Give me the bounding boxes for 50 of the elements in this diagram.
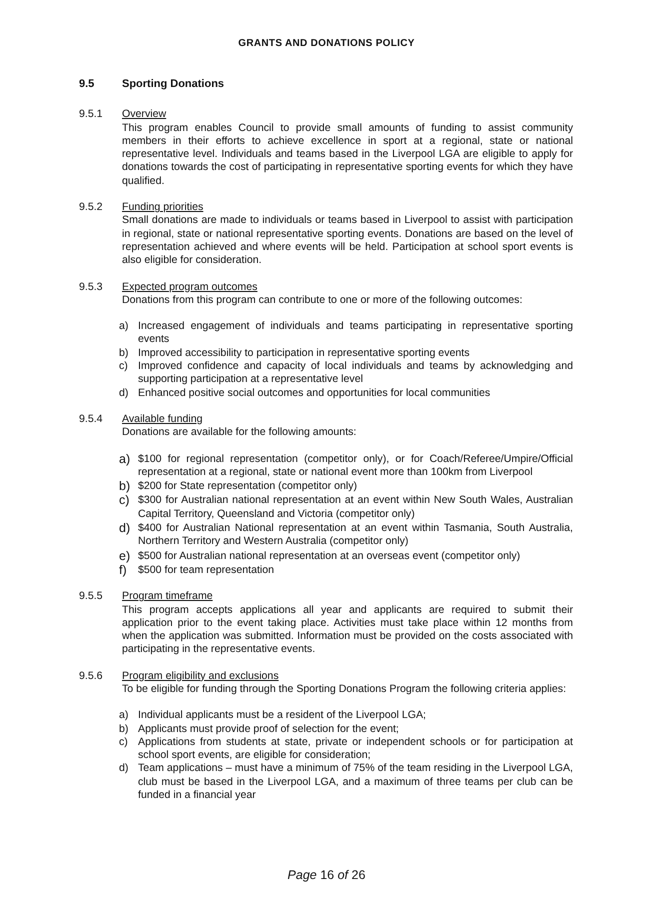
list-item: Applicants must provide proof of selection for the event; [138, 722, 400, 736]
paragraph: This program enables Council to provide small amounts of funding to assist community members in their efforts to achieve excellence in sport at a regional, state or national representative level. Individuals and teams based in the Liverpool LGA are eligible to apply for donations towards the cost of participating in representative sporting events for which they have qualified. [122, 122, 573, 188]
list-marker: e) [119, 550, 132, 563]
list-item: Individual applicants must be a resident of the Liverpool LGA; [138, 709, 427, 723]
list-marker: d) [119, 522, 132, 538]
list-item: Improved accessibility to participation in representative sporting events [138, 346, 471, 360]
paragraph: Small donations are made to individuals or teams based in Liverpool to assist with participation in regional, state or national representative sporting events. Donations are based on the level of representation achieved and where events will be held. Participation at school sport events is also eligible for consideration. [122, 214, 573, 268]
list-item: $100 for regional representation (competitor only), or for Coach/Referee/Umpire/Official representation at a regional, state or national event more than 100km from Liverpool [138, 452, 573, 480]
paragraph: To be eligible for funding through the Sporting Donations Program the following criteria applies: [122, 682, 568, 696]
list-item: $500 for Australian national representation at an overseas event (competitor only) [138, 550, 522, 563]
list-item: Enhanced positive social outcomes and opportunities for local communities [138, 386, 492, 400]
list-marker: d) [119, 762, 130, 776]
list-item: $400 for Australian National representation at an event within Tasmania, South Australia, Northern Territory and Western Australia (competitor only) [138, 522, 573, 549]
list-marker: b) [119, 722, 130, 736]
subsection-heading: Overview [122, 108, 166, 122]
subsection-number: 9.5.6 [79, 670, 104, 683]
list-marker: d) [119, 386, 130, 400]
subsection-heading: Funding priorities [122, 201, 204, 214]
subsection-heading: Program eligibility and exclusions [122, 670, 279, 683]
list-marker: a) [119, 709, 130, 723]
list-item: Increased engagement of individuals and teams participating in representative sporting events [138, 320, 573, 347]
page-footer: Page 16 of 26 [0, 869, 653, 882]
subsection-number: 9.5.3 [79, 280, 104, 294]
list-item: $500 for team representation [138, 564, 276, 578]
section-heading: Sporting Donations [122, 78, 224, 92]
subsection-heading: Available funding [122, 412, 202, 426]
subsection-heading: Expected program outcomes [122, 280, 258, 294]
list-item: Team applications – must have a minimum of 75% of the team residing in the Liverpool LGA, club must be based in the Liverpool LGA, and a maximum of three teams per club can be funded in a financial year [138, 762, 573, 802]
list-marker: f) [119, 564, 127, 578]
section-number: 9.5 [79, 78, 96, 92]
list-item: Applications from students at state, private or independent schools or for participation at school sport events, are eligible for consideration; [138, 736, 573, 762]
subsection-number: 9.5.4 [79, 412, 104, 426]
paragraph: Donations are available for the following amounts: [122, 426, 358, 440]
paragraph: Donations from this program can contribute to one or more of the following outcomes: [122, 294, 524, 308]
list-marker: c) [119, 494, 130, 510]
page-title: GRANTS AND DONATIONS POLICY [237, 37, 416, 50]
subsection-number: 9.5.5 [79, 590, 104, 604]
list-marker: b) [119, 480, 132, 494]
subsection-number: 9.5.1 [79, 108, 104, 122]
list-marker: c) [119, 360, 129, 374]
subsection-number: 9.5.2 [79, 201, 104, 214]
list-marker: c) [119, 736, 129, 750]
paragraph: This program accepts applications all year and applicants are required to submit their application prior to the event taking place. Activities must take place within 12 months from when the application was submitted. Information must be provided on the costs associated with participating in the representative events. [122, 604, 573, 657]
list-marker: a) [119, 452, 132, 468]
list-item: $200 for State representation (competitor only) [138, 480, 358, 494]
list-item: $300 for Australian national representation at an event within New South Wales, Australian Capital Territory, Queensland and Victoria (competitor only) [138, 494, 573, 522]
list-marker: a) [119, 320, 130, 334]
list-marker: b) [119, 346, 130, 360]
list-item: Improved confidence and capacity of local individuals and teams by acknowledging and supporting participation at a representative level [138, 360, 573, 387]
subsection-heading: Program timeframe [122, 590, 213, 604]
